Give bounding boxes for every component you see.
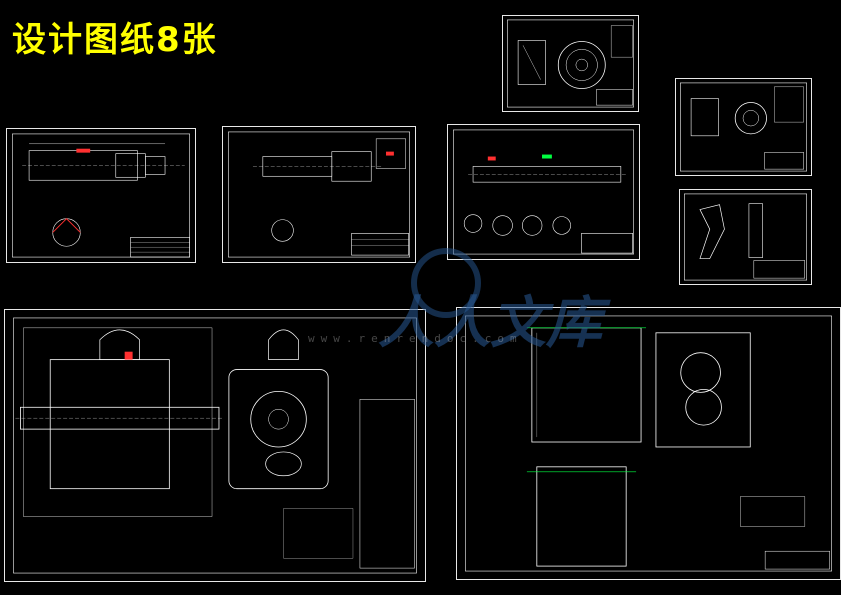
shaft-2-drawing-graphic — [228, 131, 410, 258]
drawing-sheet-shaft-1[interactable] — [6, 128, 196, 263]
gear-2-drawing-graphic — [680, 82, 807, 172]
housing-drawing-graphic — [465, 315, 832, 572]
drawing-sheet-gear-2[interactable] — [675, 78, 812, 176]
shaft-drawing-graphic — [12, 133, 190, 258]
assembly-drawing-graphic — [13, 317, 417, 574]
drawing-sheet-gear-1[interactable] — [502, 15, 639, 112]
gear-1-drawing-graphic — [507, 19, 634, 108]
drawing-sheet-shaft-3[interactable] — [447, 124, 640, 260]
drawing-sheet-assembly[interactable] — [4, 309, 426, 582]
drawing-sheet-shaft-2[interactable] — [222, 126, 416, 263]
fork-drawing-graphic — [684, 193, 807, 281]
drawing-sheet-fork[interactable] — [679, 189, 812, 285]
page-title: 设计图纸8张 — [12, 20, 218, 60]
drawing-sheet-housing[interactable] — [456, 307, 841, 580]
shaft-3-drawing-graphic — [453, 129, 634, 255]
